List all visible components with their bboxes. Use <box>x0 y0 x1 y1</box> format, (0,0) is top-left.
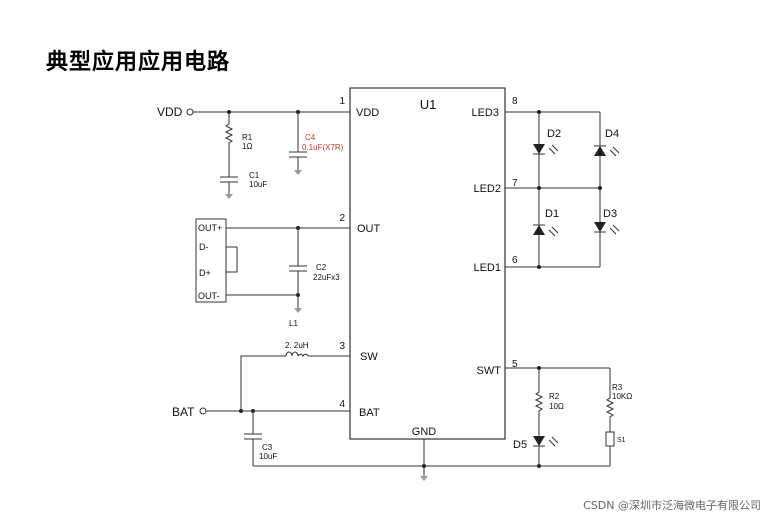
s1-ref: S1 <box>617 437 626 444</box>
r1-resistor <box>224 112 234 165</box>
watermark: CSDN @深圳市泛海微电子有限公司 <box>583 499 761 512</box>
l1-ref: L1 <box>289 319 298 328</box>
c3-value: 10uF <box>259 452 277 461</box>
usb-pin-out-plus: OUT+ <box>198 223 222 233</box>
pin-label-vdd: VDD <box>356 107 379 119</box>
vdd-terminal <box>186 108 194 116</box>
d4-led <box>594 145 620 157</box>
c1-value: 10uF <box>249 180 267 189</box>
pin-number-7: 7 <box>512 178 518 189</box>
junction <box>422 464 426 468</box>
pin-label-led2: LED2 <box>473 183 501 195</box>
pin-label-out: OUT <box>357 223 381 235</box>
d1-led <box>533 224 559 237</box>
inductor <box>285 351 309 358</box>
sw-wire <box>240 355 350 410</box>
d2-led <box>533 144 559 155</box>
vdd-net-label: VDD <box>157 105 183 119</box>
d1-ref: D1 <box>545 208 559 220</box>
pin-label-gnd: GND <box>412 426 437 438</box>
r2-value: 10Ω <box>549 402 564 411</box>
r2-ref: R2 <box>549 392 560 401</box>
c2-capacitor <box>289 228 307 308</box>
pin-number-6: 6 <box>512 255 518 266</box>
d5-led <box>533 436 559 466</box>
pin-number-4: 4 <box>339 399 345 410</box>
ground-icon <box>225 194 233 199</box>
c1-ref: C1 <box>249 171 260 180</box>
bat-net-label: BAT <box>172 405 195 419</box>
r1-value: 1Ω <box>242 142 252 151</box>
c4-capacitor <box>289 112 307 170</box>
pin-label-sw: SW <box>360 351 378 363</box>
r3-resistor <box>605 368 615 432</box>
usb-connector <box>195 218 227 303</box>
junction <box>239 409 243 413</box>
pin-label-led3: LED3 <box>471 107 499 119</box>
c4-ref: C4 <box>305 133 316 142</box>
ground-icon <box>294 170 302 175</box>
d2-ref: D2 <box>547 128 561 140</box>
c2-value: 22uFx3 <box>313 273 340 282</box>
pin-label-bat: BAT <box>359 407 380 419</box>
ground-icon <box>420 476 428 481</box>
junction <box>537 186 541 190</box>
junction <box>537 265 541 269</box>
c3-ref: C3 <box>262 443 273 452</box>
c1-capacitor <box>220 165 238 194</box>
usb-data-short <box>226 246 238 273</box>
ground-icon <box>294 308 302 313</box>
pin-number-3: 3 <box>339 341 345 352</box>
c4-value: 0.1uF(X7R) <box>302 143 344 152</box>
pin-number-1: 1 <box>339 96 345 107</box>
pin-number-2: 2 <box>339 213 345 224</box>
d3-ref: D3 <box>603 208 617 220</box>
r3-ref: R3 <box>612 383 623 392</box>
pin-number-8: 8 <box>512 96 518 107</box>
bat-terminal <box>199 407 207 415</box>
d3-led <box>594 222 620 235</box>
usb-pin-d-minus: D- <box>199 242 209 252</box>
c3-capacitor <box>244 411 262 466</box>
c2-ref: C2 <box>316 263 327 272</box>
junction <box>537 110 541 114</box>
ic-body <box>349 87 506 440</box>
junction <box>598 186 602 190</box>
r1-ref: R1 <box>242 133 253 142</box>
pin-label-led1: LED1 <box>473 262 501 274</box>
s1-switch <box>605 431 615 466</box>
pin-number-5: 5 <box>512 359 518 370</box>
usb-pin-d-plus: D+ <box>199 268 211 278</box>
ic-name: U1 <box>420 97 437 112</box>
d4-ref: D4 <box>605 128 619 140</box>
r2-resistor <box>534 368 544 436</box>
page-title: 典型应用应用电路 <box>46 50 231 75</box>
usb-pin-out-minus: OUT- <box>198 291 220 301</box>
r3-value: 10KΩ <box>612 392 632 401</box>
pin-label-swt: SWT <box>477 365 502 377</box>
inductor-value: 2. 2uH <box>285 341 309 350</box>
d5-ref: D5 <box>513 439 527 451</box>
